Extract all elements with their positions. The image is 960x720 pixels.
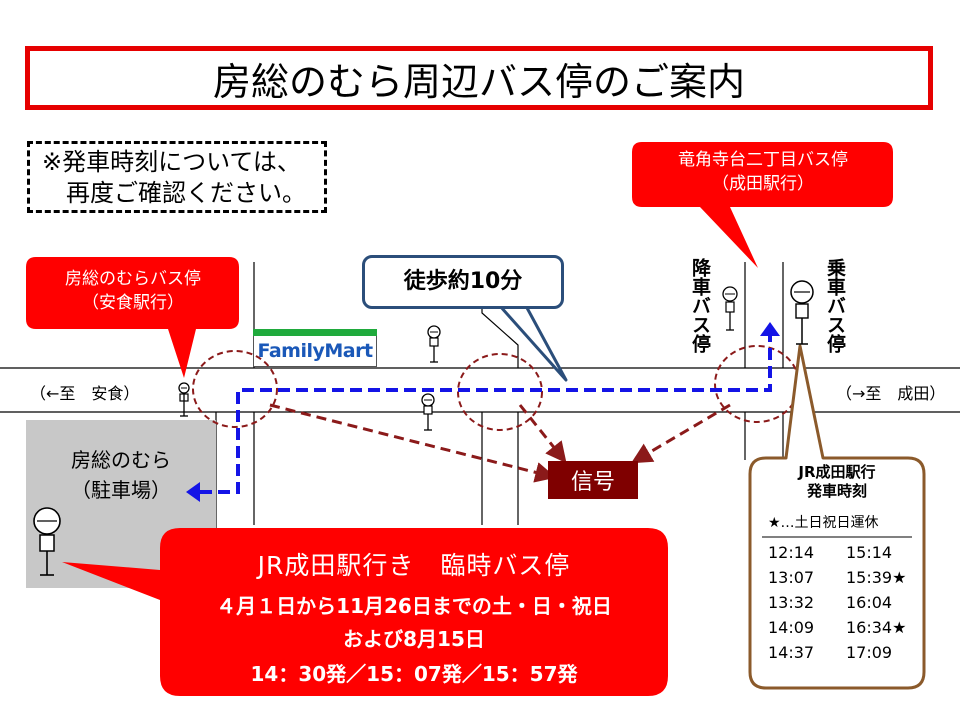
temporary-stop-title: JR成田駅行き 臨時バス停	[257, 551, 571, 580]
timetable-column-2: 15:14 15:39★ 16:04 16:34★ 17:09	[846, 543, 906, 668]
timetable-time: 17:09	[846, 643, 893, 662]
board-stop-label: 乗車バス停	[824, 255, 848, 355]
bus-stop-sign-icon	[427, 325, 441, 363]
walking-route	[196, 330, 772, 494]
familymart-logo: FamilyMart	[257, 340, 373, 362]
notice-box: ※発車時刻については、 再度ご確認ください。	[27, 141, 327, 213]
parking-name: 房総のむら	[71, 448, 171, 472]
timetable-box	[748, 344, 926, 690]
walk-time-label: 徒歩約10分	[362, 255, 564, 309]
bus-stop-sign-icon	[178, 382, 190, 417]
ryukakuji-stop-name: 竜角寺台二丁目バス停	[678, 150, 848, 170]
ryukakuji-stop-callout: 竜角寺台二丁目バス停 （成田駅行）	[632, 148, 894, 196]
direction-narita: （→至 成田）	[834, 380, 948, 404]
bus-stop-sign-icon	[421, 393, 435, 431]
timetable-title-line2: 発車時刻	[806, 482, 867, 500]
ryukakuji-stop-direction: （成田駅行）	[712, 174, 814, 194]
notice-line-2: 再度ご確認ください。	[66, 179, 306, 207]
temporary-stop-info: JR成田駅行き 臨時バス停 ４月１日から11月26日までの土・日・祝日 および8…	[160, 528, 668, 688]
bosonomura-stop-name: 房総のむらバス停	[65, 269, 201, 289]
board-stop-text: 乗車バス停	[824, 257, 846, 353]
timetable-time: 14:37	[768, 643, 815, 662]
temporary-stop-times: 14：30発／15：07発／15：57発	[250, 662, 578, 686]
alight-stop-label: 降車バス停	[689, 255, 713, 355]
intersection-circle	[192, 350, 278, 428]
timetable-time: 15:39★	[846, 568, 907, 587]
timetable-note: ★…土日祝日運休	[768, 515, 879, 531]
walking-route-arrowhead-up	[760, 322, 780, 336]
timetable-column-1: 12:14 13:07 13:32 14:09 14:37	[768, 543, 814, 668]
timetable-time: 16:34★	[846, 618, 907, 637]
temporary-stop-dates: ４月１日から11月26日までの土・日・祝日	[216, 594, 612, 618]
parking-lot-label: 房総のむら （駐車場）	[26, 445, 216, 505]
parking-subtitle: （駐車場）	[71, 478, 171, 502]
bosonomura-stop-callout: 房総のむらバス停 （安食駅行）	[26, 267, 240, 315]
timetable-title: JR成田駅行 発車時刻	[762, 463, 912, 501]
page-title-text: 房総のむら周辺バス停のご案内	[212, 59, 745, 104]
timetable-time: 12:14	[768, 543, 815, 562]
bus-stop-sign-icon	[790, 280, 814, 345]
page-title: 房総のむら周辺バス停のご案内	[25, 46, 933, 110]
callout-bosonomura	[26, 257, 239, 378]
timetable-time: 15:14	[846, 543, 893, 562]
notice-line-1: ※発車時刻については、	[42, 148, 301, 176]
route-arrow	[630, 403, 731, 464]
timetable-time: 13:07	[768, 568, 815, 587]
direction-ajiki: （←至 安食）	[28, 380, 142, 404]
timetable-time: 13:32	[768, 593, 815, 612]
bus-stop-sign-icon	[722, 286, 738, 331]
alight-stop-text: 降車バス停	[689, 257, 711, 353]
walking-route-arrowhead-left	[186, 482, 200, 502]
timetable-time: 16:04	[846, 593, 893, 612]
bosonomura-stop-direction: （安食駅行）	[82, 293, 184, 313]
callout-ryukakuji	[632, 142, 893, 268]
bus-stop-sign-icon	[33, 507, 61, 576]
timetable-time: 14:09	[768, 618, 815, 637]
traffic-signal-label: 信号	[548, 461, 638, 499]
temporary-stop-extra-date: および8月15日	[343, 627, 485, 651]
timetable-title-line1: JR成田駅行	[798, 463, 876, 481]
route-arrow	[518, 404, 567, 464]
callout-temporary	[62, 528, 668, 696]
familymart-stripe	[253, 329, 377, 336]
